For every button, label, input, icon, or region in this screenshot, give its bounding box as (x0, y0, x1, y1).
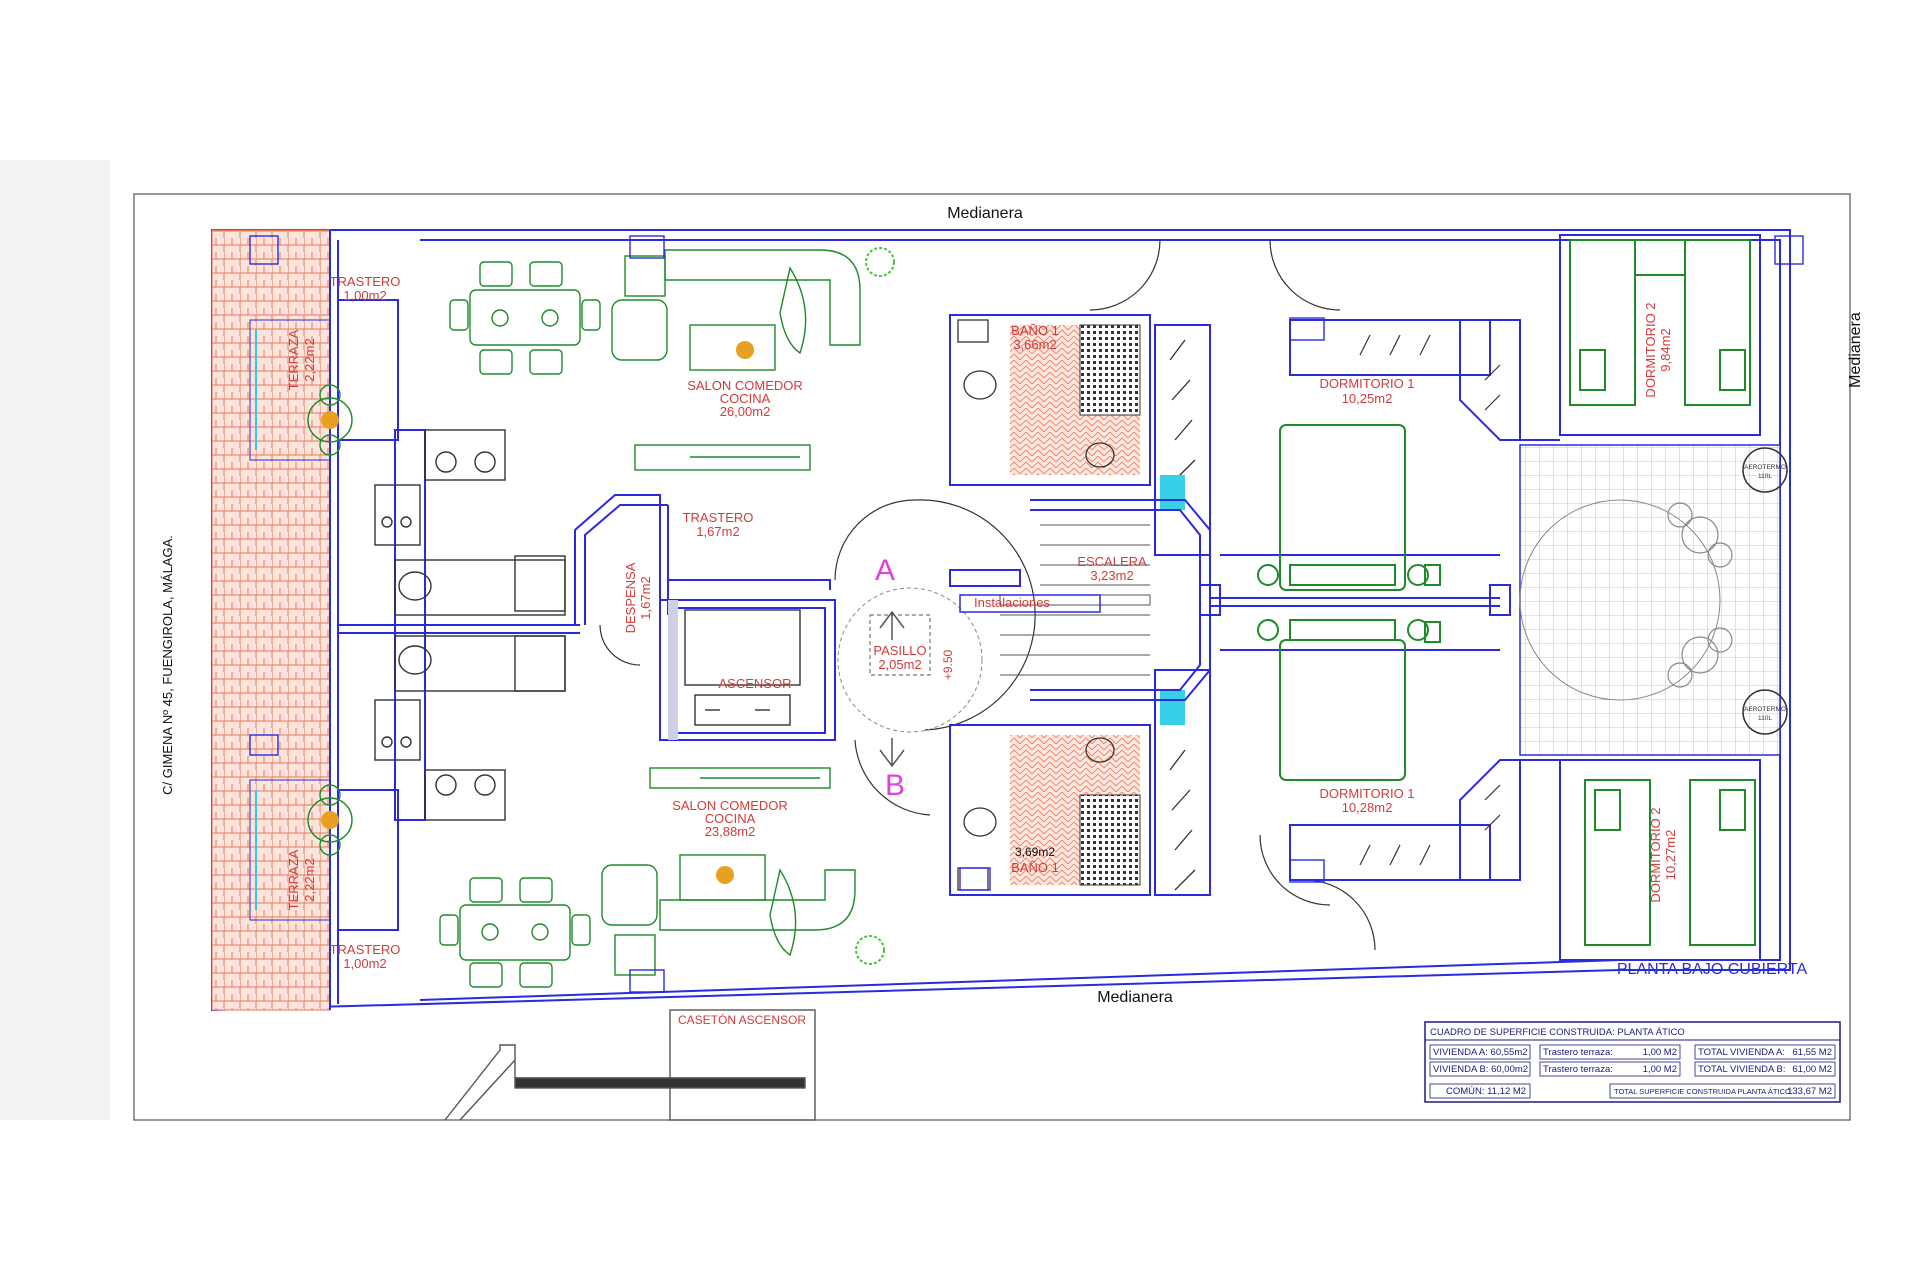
room-salon-a-area: 26,00m2 (720, 404, 771, 419)
aerotermo-b-capacity: 110L (1758, 715, 1772, 722)
elevator-cab (684, 609, 801, 726)
arrows (879, 610, 905, 768)
aerotermo-a (1742, 447, 1788, 493)
bath-a (949, 314, 1211, 556)
wall-label-bottom: Medianera (1097, 989, 1173, 1006)
room-terraza-b-name: TERRAZA (286, 849, 301, 910)
patio-grid (1519, 444, 1781, 756)
wall-label-top: Medianera (947, 205, 1023, 222)
surface-vivienda-b: VIVIENDA B: 60,00m2 (1433, 1064, 1528, 1075)
bedroom2-b-beds (1584, 779, 1756, 946)
room-ascensor-name: ASCENSOR (719, 676, 792, 691)
sofa-set-a (611, 249, 861, 371)
address-label: C/ GIMENA Nº 45, FUENGIROLA, MÁLAGA. (160, 535, 175, 795)
wall-label-right: Medianera (1847, 312, 1864, 388)
dining-set-b (439, 877, 591, 988)
room-bano-b-name: BAÑO 1 (1011, 860, 1059, 875)
room-trastero-a-area: 1,00m2 (343, 288, 386, 303)
sofa-set-b (601, 854, 856, 976)
room-salon-b-area: 23,88m2 (705, 824, 756, 839)
room-bano-b-area: 3,69m2 (1015, 845, 1055, 859)
double-beds (1257, 424, 1441, 781)
room-trastero-c-name: TRASTERO (683, 510, 754, 525)
aerotermo-a-capacity: 110L (1758, 473, 1772, 480)
room-trastero-b-area: 1,00m2 (343, 956, 386, 971)
room-dormitorio1-b-name: DORMITORIO 1 (1319, 786, 1414, 801)
bath-b (949, 669, 1211, 896)
room-dormitorio1-a-area: 10,25m2 (1342, 391, 1393, 406)
room-trastero-a-name: TRASTERO (330, 274, 401, 289)
room-dormitorio1-a-name: DORMITORIO 1 (1319, 376, 1414, 391)
plant-a (865, 247, 895, 277)
surface-table-title: CUADRO DE SUPERFICIE CONSTRUIDA: PLANTA … (1430, 1027, 1685, 1038)
room-dormitorio2-a-area: 9,84m2 (1658, 328, 1673, 371)
bedroom1-b (1289, 759, 1521, 881)
room-escalera-name: ESCALERA (1077, 554, 1147, 569)
caseton-ascensor (444, 1009, 816, 1121)
room-dormitorio2-b-area: 10,27m2 (1663, 830, 1678, 881)
aerotermo-a-label: AEROTERMO (1744, 464, 1786, 471)
mark-a: A (875, 554, 895, 587)
plan-title: PLANTA BAJO CUBIERTA (1617, 961, 1808, 978)
room-dormitorio2-b-name: DORMITORIO 2 (1648, 807, 1663, 902)
room-despensa-area: 1,67m2 (638, 576, 653, 619)
plant-b (855, 935, 885, 965)
surface-trastero-a-label: Trastero terraza: (1543, 1047, 1613, 1058)
kitchen-counters (374, 429, 566, 821)
room-pasillo-area: 2,05m2 (878, 657, 921, 672)
room-terraza-a-name: TERRAZA (286, 329, 301, 390)
room-terraza-b-area: 2,22m2 (302, 858, 317, 901)
bedroom2-a-beds (1569, 239, 1751, 406)
terrace-tables (307, 384, 353, 856)
room-terraza-a-area: 2,22m2 (302, 338, 317, 381)
room-dormitorio1-b-area: 10,28m2 (1342, 800, 1393, 815)
drawing-frame (133, 193, 1851, 1121)
surface-total-b-value: 61,00 M2 (1792, 1064, 1832, 1075)
page-margin-strip (0, 160, 110, 1120)
left-partitions (329, 230, 580, 1010)
surface-total-b-label: TOTAL VIVIENDA B: (1698, 1064, 1785, 1075)
surface-trastero-a-value: 1,00 M2 (1643, 1047, 1677, 1058)
central-wall (1199, 554, 1511, 651)
room-bano-a-name: BAÑO 1 (1011, 323, 1059, 338)
room-escalera-area: 3,23m2 (1090, 568, 1133, 583)
core-walls (560, 494, 836, 741)
room-bano-a-area: 3,66m2 (1013, 337, 1056, 352)
room-salon-b-name: SALON COMEDOR (672, 798, 788, 813)
room-trastero-c-area: 1,67m2 (696, 524, 739, 539)
surface-comun: COMÚN: 11,12 M2 (1446, 1086, 1526, 1097)
pasillo-circle (837, 587, 983, 733)
caseton-label: CASETÓN ASCENSOR (678, 1012, 806, 1027)
room-trastero-b-name: TRASTERO (330, 942, 401, 957)
level-mark: +9.50 (941, 649, 955, 680)
room-pasillo-name: PASILLO (873, 643, 926, 658)
room-salon-a-name2: COCINA (720, 391, 771, 406)
room-salon-b-name2: COCINA (705, 811, 756, 826)
surface-table (1424, 1021, 1841, 1103)
mark-b: B (885, 769, 905, 802)
surface-total-value: 133,67 M2 (1787, 1086, 1832, 1097)
surface-trastero-b-label: Trastero terraza: (1543, 1064, 1613, 1075)
dining-set-a (449, 261, 601, 375)
surface-total-label: TOTAL SUPERFICIE CONSTRUIDA PLANTA ÁTICO… (1614, 1087, 1793, 1096)
aerotermo-b (1742, 689, 1788, 735)
room-dormitorio2-a-name: DORMITORIO 2 (1643, 302, 1658, 397)
surface-total-a-label: TOTAL VIVIENDA A: (1698, 1047, 1785, 1058)
room-salon-a-name: SALON COMEDOR (687, 378, 803, 393)
surface-total-a-value: 61,55 M2 (1792, 1047, 1832, 1058)
bedroom1-a (1289, 319, 1521, 441)
cabinets (634, 444, 831, 789)
aerotermo-b-label: AEROTERMO (1744, 706, 1786, 713)
surface-vivienda-a: VIVIENDA A: 60,55m2 (1433, 1047, 1528, 1058)
surface-trastero-b-value: 1,00 M2 (1643, 1064, 1677, 1075)
room-instalaciones-name: Instalaciones (974, 595, 1050, 610)
room-despensa-name: DESPENSA (623, 562, 638, 633)
